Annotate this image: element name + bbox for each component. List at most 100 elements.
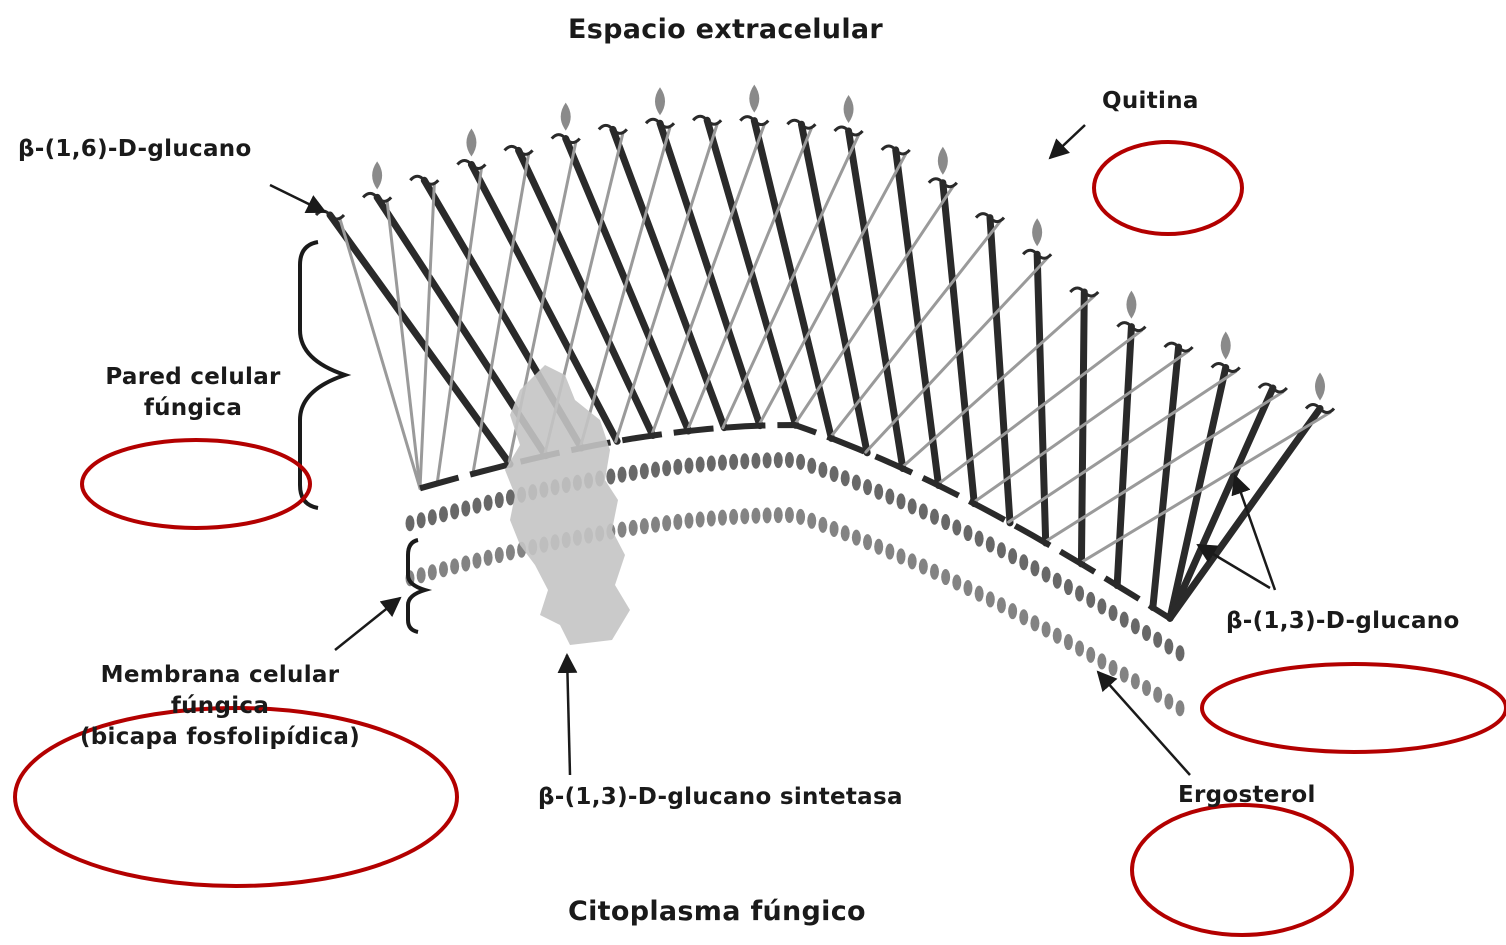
glucan-fiber-dark — [1166, 405, 1324, 622]
beta16-squiggle — [1163, 341, 1194, 353]
phospholipid-head — [985, 536, 995, 553]
label-beta13-glucano: β-(1,3)-D-glucano — [1226, 608, 1460, 634]
glucan-synthase-enzyme — [505, 365, 630, 645]
arrow-beta13-a — [1231, 474, 1277, 591]
phospholipid-head — [1175, 700, 1185, 717]
glucan-fiber-light — [614, 122, 719, 443]
phospholipid-head — [985, 591, 995, 608]
beta16-squiggle — [1022, 248, 1053, 260]
beta16-squiggle — [739, 115, 770, 127]
beta16-squiggle — [1069, 286, 1100, 298]
phospholipid-head — [929, 563, 939, 580]
phospholipid-head — [472, 497, 482, 514]
phospholipid-head — [1119, 611, 1129, 628]
membrane-brace — [406, 538, 433, 634]
chitin-granule — [1032, 218, 1043, 247]
glucan-fiber-dark — [939, 179, 978, 508]
beta16-squiggle — [644, 117, 676, 129]
phospholipid-head — [952, 519, 962, 536]
chitin-granules — [372, 84, 1325, 401]
phospholipid-head — [628, 519, 638, 536]
phospholipid-head — [684, 457, 694, 474]
phospholipid-head — [863, 534, 873, 551]
phospholipid-head — [416, 512, 426, 529]
label-membrana-line2: fúngica — [170, 693, 270, 720]
phospholipid-head — [1142, 679, 1152, 696]
phospholipid-head — [963, 525, 973, 542]
phospholipid-head — [450, 558, 460, 575]
phospholipid-head — [762, 507, 772, 524]
phospholipid-head — [829, 520, 839, 537]
phospholipid-head — [963, 580, 973, 597]
phospholipid-head — [851, 529, 861, 546]
beta16-squiggle — [409, 174, 440, 186]
glucan-fiber-dark — [1113, 323, 1135, 590]
glucan-fiber-light — [971, 349, 1191, 505]
beta16-squiggle — [1116, 321, 1147, 333]
phospholipid-head — [617, 466, 627, 483]
phospholipid-head — [1086, 591, 1096, 608]
chitin-granule — [937, 146, 948, 175]
phospholipid-head — [483, 494, 493, 511]
phospholipid-bilayer — [405, 452, 1185, 717]
phospholipid-head — [840, 525, 850, 542]
chitin-granule — [1315, 372, 1325, 401]
phospholipid-head — [874, 483, 884, 500]
glucan-fiber-light — [792, 185, 955, 427]
arrow-quitina — [1048, 124, 1086, 160]
glucan-fiber-dark — [1033, 250, 1050, 547]
beta16-squiggle — [880, 144, 911, 156]
phospholipid-head — [929, 508, 939, 525]
label-citoplasma-fungico: Citoplasma fúngico — [568, 896, 866, 927]
highlight-ring-pared — [80, 438, 312, 530]
phospholipid-head — [662, 460, 672, 477]
phospholipid-head — [1008, 548, 1018, 565]
phospholipid-head — [1030, 615, 1040, 632]
glucan-fiber-dark — [467, 160, 621, 445]
highlight-ring-membrana — [13, 706, 459, 888]
phospholipid-head — [784, 452, 794, 469]
phospholipid-head — [1142, 624, 1152, 641]
glucan-fiber-light — [685, 126, 813, 433]
phospholipid-head — [1063, 579, 1073, 596]
phospholipid-head — [952, 574, 962, 591]
beta16-squiggle — [362, 191, 393, 203]
phospholipid-head — [907, 498, 917, 515]
phospholipid-head — [505, 489, 515, 506]
chitin-granule — [466, 128, 477, 157]
beta16-squiggle — [1304, 403, 1336, 414]
phospholipid-head — [416, 567, 426, 584]
phospholipid-head — [706, 455, 716, 472]
phospholipid-head — [829, 465, 839, 482]
phospholipid-head — [840, 470, 850, 487]
chitin-granule — [749, 84, 760, 113]
phospholipid-head — [729, 508, 739, 525]
phospholipid-head — [505, 544, 515, 561]
label-ergosterol: Ergosterol — [1178, 782, 1316, 808]
phospholipid-head — [494, 547, 504, 564]
arrow-beta16 — [269, 183, 327, 214]
phospholipid-head — [684, 512, 694, 529]
chitin-granule — [655, 87, 665, 116]
phospholipid-head — [461, 555, 471, 572]
phospholipid-head — [1153, 686, 1163, 703]
beta16-squiggle — [833, 125, 864, 137]
chitin-granule — [1126, 290, 1137, 319]
label-pared-line2: fúngica — [143, 395, 243, 422]
phospholipid-head — [863, 479, 873, 496]
beta16-squiggle — [597, 123, 628, 135]
phospholipid-head — [1108, 604, 1118, 621]
chitin-granule — [843, 95, 854, 124]
glucan-fiber-light — [435, 166, 483, 486]
phospholipid-head — [1097, 598, 1107, 615]
phospholipid-head — [773, 507, 783, 524]
beta16-squiggle — [927, 177, 958, 189]
phospholipid-head — [1041, 566, 1051, 583]
phospholipid-head — [1130, 618, 1140, 635]
beta16-squiggle — [692, 114, 723, 126]
phospholipid-head — [673, 458, 683, 475]
glucan-fiber-dark — [326, 211, 514, 468]
phospholipid-head — [918, 558, 928, 575]
phospholipid-head — [818, 516, 828, 533]
